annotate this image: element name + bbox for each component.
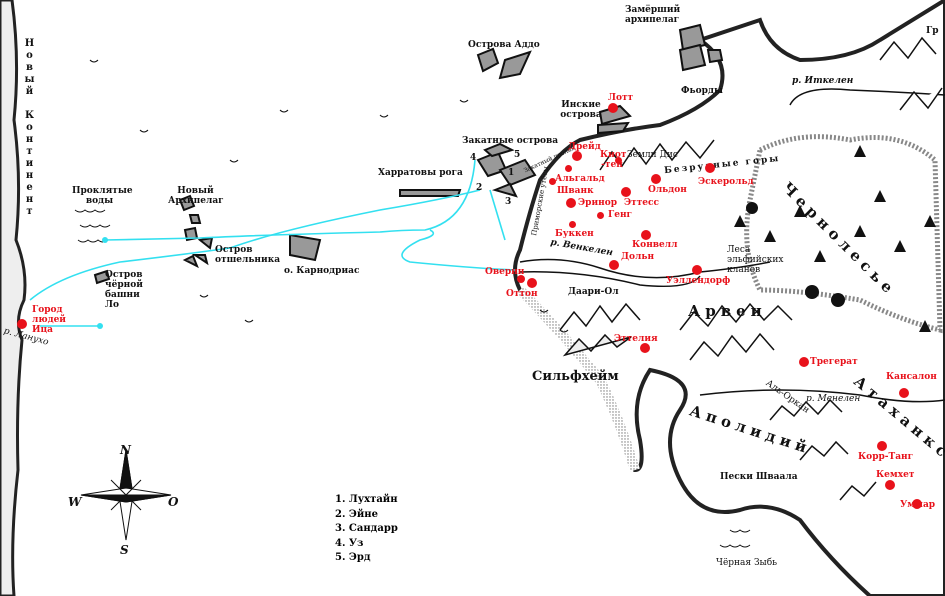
- city-marker[interactable]: [609, 260, 619, 270]
- city-marker[interactable]: [705, 163, 715, 173]
- city-marker[interactable]: [17, 319, 27, 329]
- label-black-quagmire: Чёрная Зыбь: [716, 558, 778, 568]
- label-sunset-islands: Закатные острова: [462, 136, 559, 146]
- city-marker[interactable]: [517, 275, 525, 283]
- city-label: Альгальд: [555, 174, 605, 184]
- menelen-river: [699, 389, 945, 403]
- legend-item: 3. Сандарр: [335, 523, 398, 534]
- city-marker[interactable]: [597, 212, 604, 219]
- label-cursed-waters: Проклятые воды: [72, 186, 133, 206]
- label-elf-forests: Леса эльфийских кланов: [727, 245, 784, 275]
- compass-south: S: [120, 543, 129, 557]
- island-number-2: 2: [476, 183, 483, 193]
- label-karnodrias: о. Карнодриас: [284, 266, 360, 276]
- city-label: Оттон: [506, 289, 538, 299]
- city-marker[interactable]: [899, 388, 909, 398]
- city-label: Эскерольд: [698, 177, 754, 187]
- compass-north: N: [120, 443, 131, 457]
- city-label: Конвелл: [632, 240, 678, 250]
- city-marker[interactable]: [641, 230, 651, 240]
- city-marker[interactable]: [651, 174, 661, 184]
- island-number-3: 3: [505, 197, 512, 207]
- city-label: Ольдон: [648, 185, 687, 195]
- city-marker[interactable]: [527, 278, 537, 288]
- city-marker[interactable]: [640, 343, 650, 353]
- city-label: Эттелия: [614, 334, 658, 344]
- venkelen-river: [519, 258, 771, 279]
- itkelen-river: [789, 88, 945, 106]
- city-marker[interactable]: [912, 499, 922, 509]
- label-arvei: Арвеи: [688, 302, 767, 320]
- label-shvaala-sands: Пески Шваала: [720, 472, 798, 482]
- waves: [74, 59, 751, 548]
- city-marker[interactable]: [572, 151, 582, 161]
- chernolesye-forest-border: [744, 134, 943, 334]
- city-label: Корр-Танг: [858, 452, 914, 462]
- main-continent-land: [513, 0, 945, 596]
- city-marker[interactable]: [621, 187, 631, 197]
- label-new-continent: Новый Континент: [24, 38, 35, 218]
- city-label: Буккен: [555, 229, 594, 239]
- label-gr: Гр: [926, 26, 939, 36]
- voyage-routes: [29, 159, 516, 327]
- city-marker[interactable]: [608, 103, 618, 113]
- city-marker[interactable]: [877, 441, 887, 451]
- label-silfheim: Сильфхейм: [532, 369, 619, 384]
- label-addo-islands: Острова Аддо: [468, 40, 540, 50]
- label-hermit-island: Остров отшельника: [215, 245, 281, 265]
- compass-east: O: [168, 495, 179, 509]
- legend-item: 1. Лухтайн: [335, 494, 398, 505]
- island-legend: 1. Лухтайн 2. Эйне 3. Сандарр 4. Уз 5. Э…: [335, 493, 398, 566]
- city-label: Дрейд: [568, 142, 601, 152]
- city-label: Оверин: [485, 267, 525, 277]
- city-marker[interactable]: [692, 265, 702, 275]
- city-marker[interactable]: [885, 480, 895, 490]
- trees: [734, 145, 936, 332]
- compass-west: W: [68, 495, 82, 509]
- city-label: Кансалон: [886, 372, 937, 382]
- legend-item: 4. Уз: [335, 537, 364, 549]
- label-black-tower-island: Остров чёрной башни Ло: [105, 270, 143, 310]
- city-label: Генг: [608, 210, 633, 220]
- islands: [93, 23, 724, 285]
- mountains: [559, 36, 943, 501]
- island-number-1: 1: [508, 168, 515, 178]
- city-label: Город людей Ица: [32, 305, 66, 335]
- label-dis-lands: Земли Дис: [627, 150, 678, 160]
- island-number-5: 5: [514, 150, 521, 160]
- label-itkelen-river: р. Иткелен: [792, 76, 854, 86]
- legend-item: 2. Эйне: [335, 508, 378, 520]
- island-number-4: 4: [470, 153, 477, 163]
- city-marker[interactable]: [566, 198, 576, 208]
- label-insk-islands: Инские острова: [560, 100, 602, 120]
- label-menelen-river: р. Менелен: [806, 394, 861, 404]
- label-daari-ol: Даари-Ол: [568, 287, 619, 297]
- label-fjords: Фьорды: [681, 86, 723, 96]
- compass-rose: [80, 449, 172, 541]
- city-marker[interactable]: [615, 157, 622, 164]
- city-label: Эринор: [578, 198, 618, 208]
- city-marker[interactable]: [569, 221, 576, 228]
- label-harrat-horns: Харратовы рога: [378, 168, 463, 178]
- city-label: Кемхет: [876, 470, 915, 480]
- new-continent-land: [0, 0, 27, 596]
- label-frozen-archipelago: Замёрший архипелаг: [625, 5, 681, 25]
- city-marker[interactable]: [799, 357, 809, 367]
- city-label: Эттесс: [624, 198, 659, 208]
- city-label: Шванк: [557, 186, 594, 196]
- city-label: Уммар: [900, 500, 936, 510]
- label-new-archipelago: Новый Архипелаг: [168, 186, 224, 206]
- city-marker[interactable]: [565, 165, 572, 172]
- city-label: Лотт: [608, 93, 634, 103]
- city-label: Дольн: [621, 252, 655, 262]
- city-label: Трегерат: [810, 357, 858, 367]
- legend-item: 5. Эрд: [335, 552, 371, 563]
- city-label: Киот -тен: [600, 150, 627, 170]
- city-marker[interactable]: [549, 178, 556, 185]
- city-label: Уэллендорф: [666, 276, 731, 286]
